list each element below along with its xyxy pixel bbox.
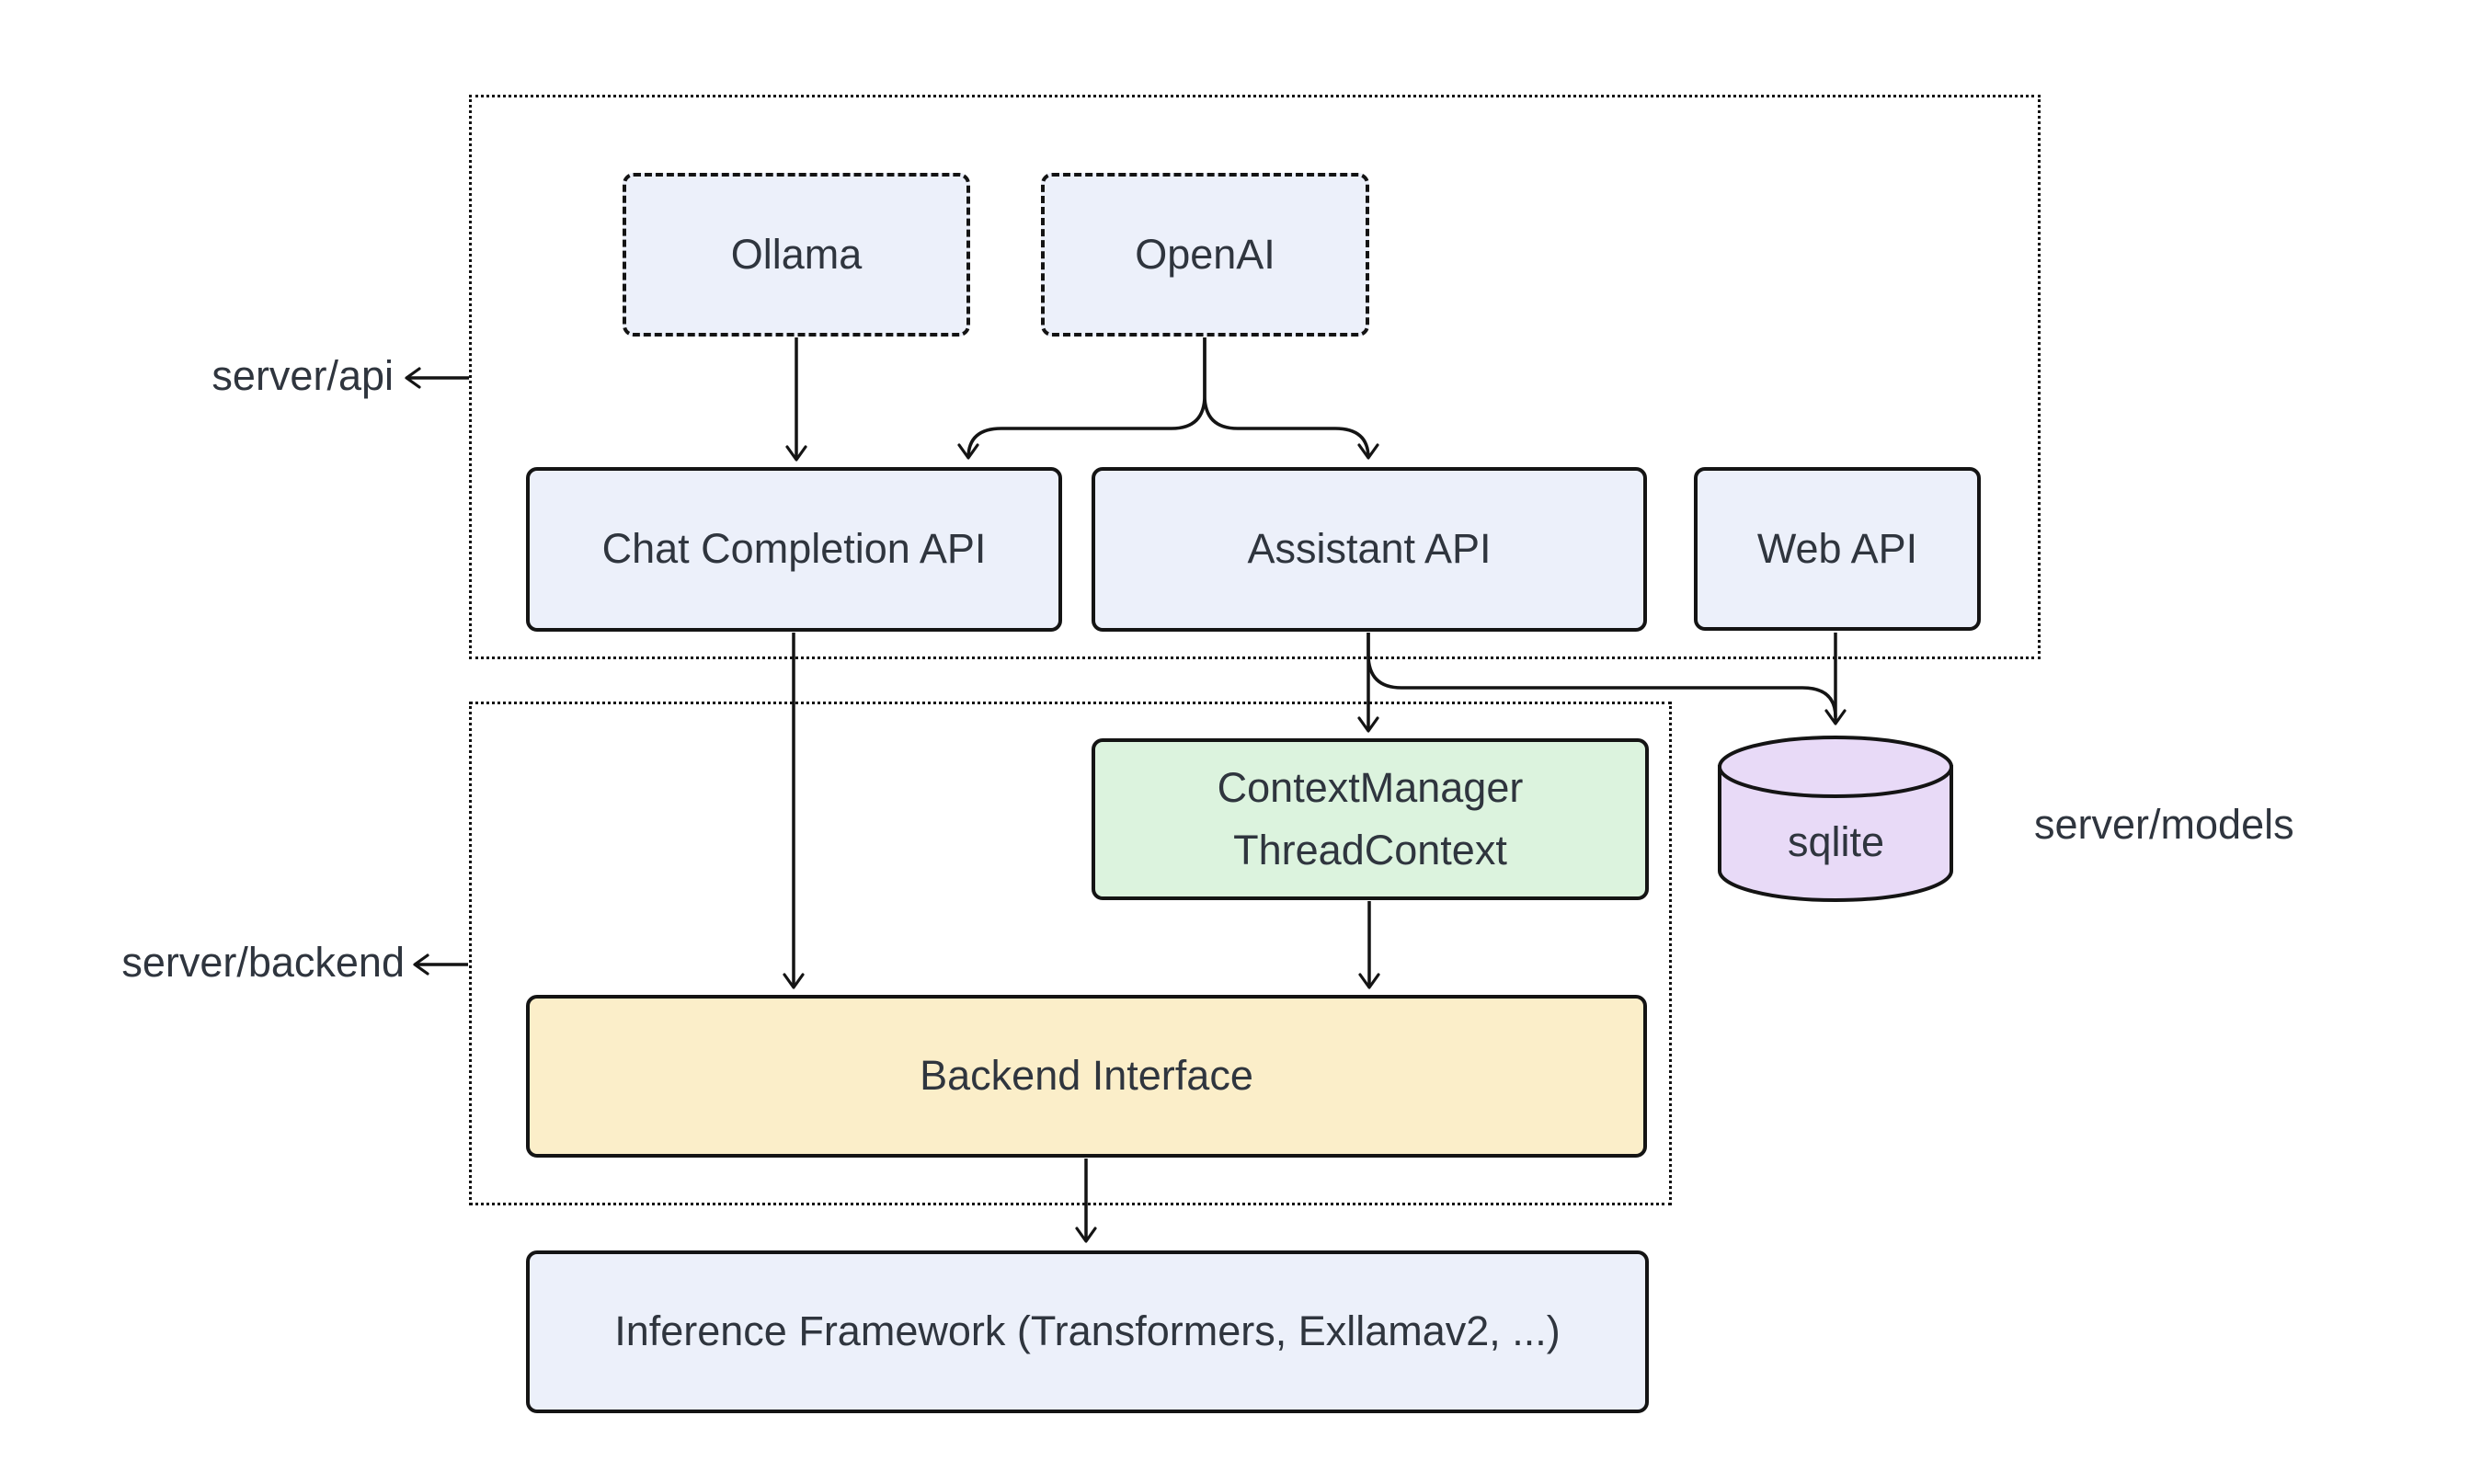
sqlite-cylinder (1718, 736, 1953, 902)
node-assistant-api-label: Assistant API (1247, 525, 1492, 573)
context-manager-line1: ContextManager (1217, 763, 1524, 811)
node-sqlite-label: sqlite (1719, 816, 1953, 868)
node-web-api-label: Web API (1756, 524, 1918, 572)
node-openai-label: OpenAI (1135, 230, 1275, 278)
edge-openai-to-assistant-api (1203, 337, 1379, 460)
node-chat-completion-api-label: Chat Completion API (601, 525, 987, 573)
container-server-backend (469, 702, 1672, 1205)
label-server-api: server/api (99, 352, 394, 399)
label-server-api-text: server/api (212, 352, 394, 399)
node-openai: OpenAI (1041, 173, 1369, 337)
container-server-api (469, 95, 2041, 659)
node-chat-completion-api: Chat Completion API (526, 467, 1062, 632)
node-context-manager-label: ContextManager ThreadContext (1218, 757, 1524, 883)
node-assistant-api: Assistant API (1092, 467, 1647, 632)
label-server-models: server/models (2034, 801, 2374, 848)
node-inference-framework-label: Inference Framework (Transformers, Exlla… (614, 1307, 1561, 1355)
label-server-backend-text: server/backend (121, 939, 405, 986)
node-ollama: Ollama (623, 173, 970, 337)
sqlite-text: sqlite (1787, 818, 1885, 865)
node-backend-interface: Backend Interface (526, 995, 1647, 1158)
edge-assistant-api-to-sqlite (1367, 633, 1837, 718)
sqlite-cylinder-top (1718, 736, 1953, 798)
node-backend-interface-label: Backend Interface (920, 1052, 1253, 1100)
node-ollama-label: Ollama (730, 230, 863, 278)
context-manager-line2: ThreadContext (1233, 827, 1507, 873)
label-server-backend: server/backend (74, 939, 405, 986)
node-context-manager: ContextManager ThreadContext (1092, 738, 1649, 900)
edge-openai-to-chat-api (957, 337, 1206, 460)
node-web-api: Web API (1694, 467, 1981, 631)
node-inference-framework: Inference Framework (Transformers, Exlla… (526, 1250, 1649, 1413)
sqlite-cylinder-body (1718, 765, 1953, 902)
label-server-models-text: server/models (2034, 801, 2294, 848)
